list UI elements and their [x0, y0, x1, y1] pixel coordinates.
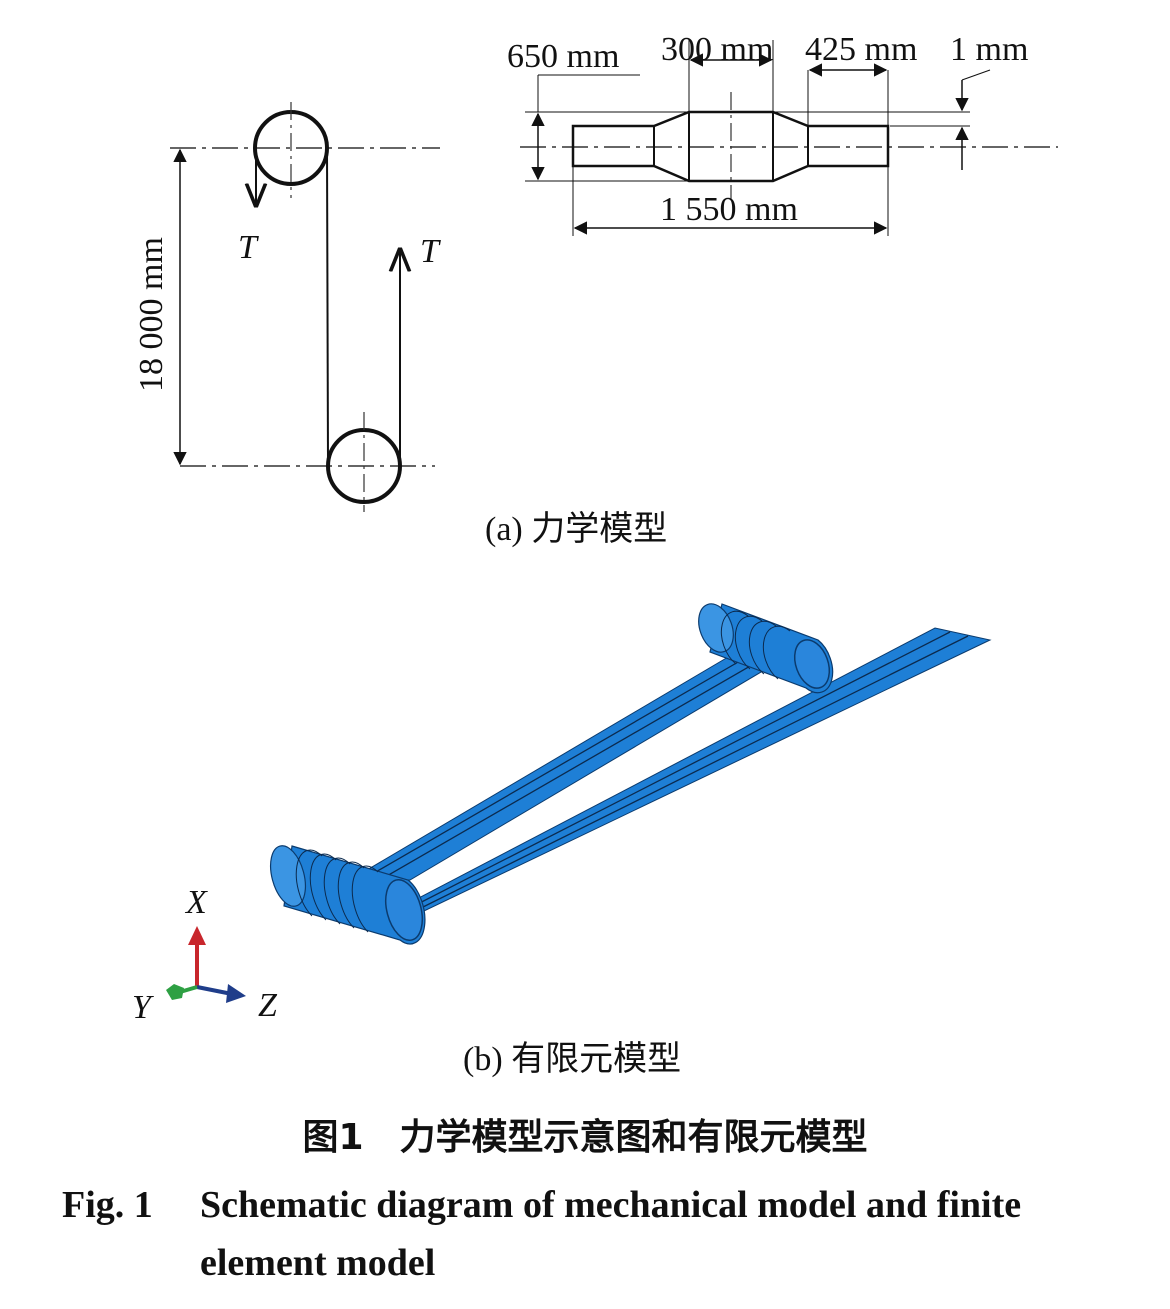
fe-belt-right-seam-2 [412, 635, 969, 913]
fe-belt-right [391, 627, 992, 913]
belt-left-span [326, 147, 329, 467]
axis-x-label: X [184, 884, 208, 921]
tension-label-right: T [420, 233, 441, 270]
dim-425-label: 425 mm [805, 31, 917, 68]
axis-z-shaft [196, 985, 233, 996]
figure-label: Fig. 1 [62, 1184, 153, 1226]
fe-belt-right-seam-1 [401, 631, 951, 913]
mechanical-model-diagram: T T 18 000 mm 650 mm 300 mm 425 mm [133, 31, 1058, 548]
axis-z-arrowhead [226, 984, 246, 1003]
axis-x-arrowhead [188, 926, 206, 945]
fe-roller-far [698, 603, 834, 694]
dim-1550-label: 1 550 mm [660, 191, 798, 228]
axis-y-marker [166, 984, 184, 1000]
tension-label-left: T [238, 229, 259, 266]
axis-z-label: Z [258, 987, 278, 1024]
subcaption-b: (b) 有限元模型 [463, 1040, 681, 1078]
dim-650-label: 650 mm [507, 38, 619, 75]
coordinate-triad: X Y Z [132, 884, 278, 1026]
dim-300-label: 300 mm [661, 31, 773, 68]
dim-1-label: 1 mm [950, 31, 1028, 68]
caption-en-line2: element model [200, 1242, 436, 1284]
finite-element-model: X Y Z (b) 有限元模型 [132, 603, 992, 1078]
figure-caption-cn: 图1 力学模型示意图和有限元模型 [302, 1117, 868, 1158]
dim-1-leader [961, 69, 991, 81]
caption-en-line1: Schematic diagram of mechanical model an… [200, 1184, 1022, 1226]
figure-caption-en: Fig. 1 Schematic diagram of mechanical mo… [62, 1176, 1122, 1292]
fe-belt-left-seam-2 [379, 657, 765, 881]
subcaption-a: (a) 力学模型 [485, 510, 667, 548]
axis-y-label: Y [132, 989, 154, 1026]
fe-roller-near [269, 845, 426, 945]
dim-18000-label: 18 000 mm [133, 237, 170, 392]
fe-belt-left-seam-1 [361, 653, 753, 881]
